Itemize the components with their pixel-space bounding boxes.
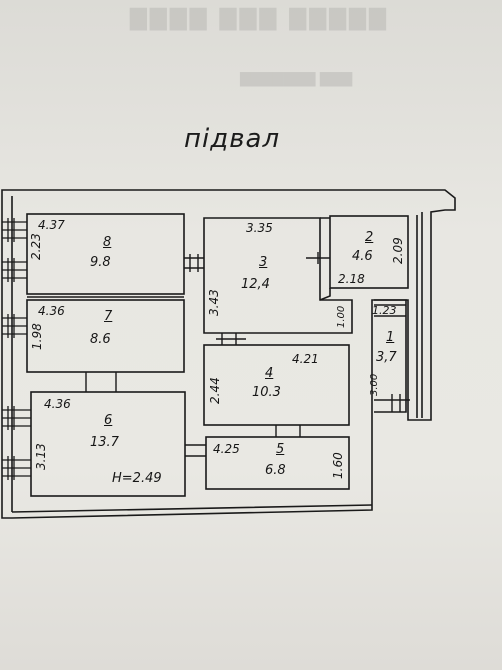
room-4-length: 4.21	[292, 352, 319, 366]
room-4-area: 10.3	[252, 385, 281, 400]
room-6-number: 6	[104, 413, 113, 428]
wall-2-3	[319, 217, 331, 301]
ceiling-height: H=2.49	[112, 471, 162, 486]
room-3-number: 3	[259, 255, 268, 270]
doors	[85, 252, 410, 457]
room-1-width: 1.23	[372, 304, 397, 317]
room-7-area: 8.6	[90, 332, 111, 347]
room-5-outline	[205, 436, 350, 490]
room-1-area: 3,7	[376, 350, 397, 365]
room-4-width: 2.44	[208, 377, 222, 404]
room-8-outline	[26, 213, 185, 295]
room-7-number: 7	[104, 309, 113, 324]
bleed-through-text: ▇▇▇▇ ▇▇▇ ▇▇▇▇▇ ▇▇▇▇▇▇▇ ▇▇▇	[130, 6, 390, 87]
room-8-length: 4.37	[38, 218, 65, 232]
room-2-width: 2.09	[391, 237, 405, 264]
room-8-area: 9.8	[90, 255, 111, 270]
room-3-area: 12,4	[241, 277, 270, 292]
room-2-outline	[329, 215, 409, 289]
room-6-outline	[30, 391, 186, 497]
room-2-number: 2	[365, 230, 374, 245]
room-3-length: 3.35	[246, 221, 273, 235]
room-5-length: 4.25	[213, 442, 240, 456]
outer-wall	[1, 189, 456, 519]
room-6-area: 13.7	[90, 435, 119, 450]
room-5-number: 5	[276, 442, 285, 457]
room-2-area: 4.6	[352, 249, 373, 264]
room-5-area: 6.8	[265, 463, 286, 478]
room-5-width: 1.60	[331, 452, 345, 479]
room-6-length: 4.36	[44, 397, 71, 411]
room-6-width: 3.13	[34, 443, 48, 470]
room-8-width: 2.23	[29, 233, 43, 260]
room-7-length: 4.36	[38, 304, 65, 318]
room-7-outline	[26, 299, 185, 373]
outer-wall-inner-line	[11, 196, 373, 513]
room-2-length: 2.18	[338, 272, 365, 286]
room-8-number: 8	[103, 235, 112, 250]
room-4-number: 4	[265, 366, 274, 381]
windows	[2, 218, 31, 480]
room-7-width: 1.98	[30, 323, 44, 350]
room-1-length: 3.00	[369, 373, 380, 396]
room-1-outline	[374, 299, 407, 413]
corridor-wall	[416, 212, 423, 418]
room-3-offset: 1.00	[336, 305, 347, 328]
room-3-width: 3.43	[207, 289, 221, 316]
room-1-number: 1	[386, 330, 395, 345]
plan-title: підвал	[184, 124, 281, 154]
